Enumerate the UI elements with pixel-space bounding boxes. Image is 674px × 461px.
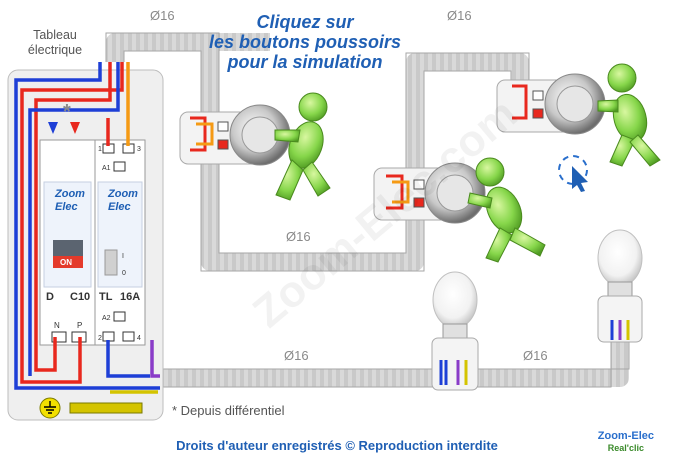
copyright-notice: Droits d'auteur enregistrés © Reproducti… — [176, 438, 498, 453]
electrical-panel — [7, 69, 164, 421]
panel-asterisk: * — [63, 101, 71, 123]
terminal-a1-label: A1 — [102, 165, 111, 172]
breaker-left-brand2: Elec — [55, 201, 78, 213]
panel-label-line1: Tableau — [33, 28, 77, 42]
breaker-right-type: TL — [99, 291, 113, 303]
breaker-right-brand2: Elec — [108, 201, 131, 213]
conduit-network — [106, 33, 629, 387]
conduit-label-middle: Ø16 — [286, 229, 311, 244]
conduit-label-top-right: Ø16 — [447, 8, 472, 23]
breaker-state-label: ON — [60, 258, 72, 267]
conduit-label-top-left: Ø16 — [150, 8, 175, 23]
simulation-instruction: Cliquez sur les boutons poussoirs pour l… — [185, 12, 425, 72]
instruction-line1: Cliquez sur — [256, 12, 354, 32]
instruction-line2: les boutons poussoirs — [208, 32, 402, 52]
conduit-label-bottom-right: Ø16 — [523, 348, 548, 363]
terminal-n-label: N — [54, 321, 60, 330]
instruction-line3: pour la simulation — [227, 52, 383, 72]
push-button-middle-group — [373, 162, 486, 224]
brand-logo: Zoom-Elec Real'clic — [598, 430, 654, 454]
terminal-4-label: 4 — [137, 335, 141, 342]
conduit-label-bottom-left: Ø16 — [284, 348, 309, 363]
brand-name: Zoom-Elec — [597, 430, 654, 442]
light-bulb-right — [597, 229, 643, 343]
terminal-p-label: P — [77, 321, 82, 330]
light-bulb-left — [431, 271, 479, 391]
push-button-right-group — [496, 73, 606, 135]
panel-label: Tableau électrique — [18, 28, 92, 58]
breaker-left-type: D — [46, 291, 54, 303]
breaker-right-rating: 16A — [120, 291, 140, 303]
terminal-2-label: 2 — [98, 335, 102, 342]
conduit-bottom-run — [160, 340, 629, 387]
breaker-left-brand1: Zoom — [54, 188, 85, 200]
switch-pos-off-label: 0 — [122, 270, 126, 277]
panel-wiring — [14, 62, 160, 394]
terminal-3-label: 3 — [137, 146, 141, 153]
push-button-left-group — [179, 104, 291, 166]
figure-left — [274, 92, 331, 201]
terminal-1-label: 1 — [98, 146, 102, 153]
breaker-right-brand1: Zoom — [107, 188, 138, 200]
brand-tagline: Real'clic — [607, 443, 644, 453]
panel-label-line2: électrique — [27, 43, 83, 57]
conduit-top-run — [106, 33, 529, 271]
click-cursor-icon — [558, 155, 588, 192]
breaker-left-rating: C10 — [70, 291, 90, 303]
terminal-a2-label: A2 — [102, 315, 111, 322]
footnote: * Depuis différentiel — [172, 403, 285, 418]
figure-middle — [467, 157, 546, 263]
switch-pos-on-label: I — [122, 253, 124, 260]
figure-right — [597, 63, 661, 167]
